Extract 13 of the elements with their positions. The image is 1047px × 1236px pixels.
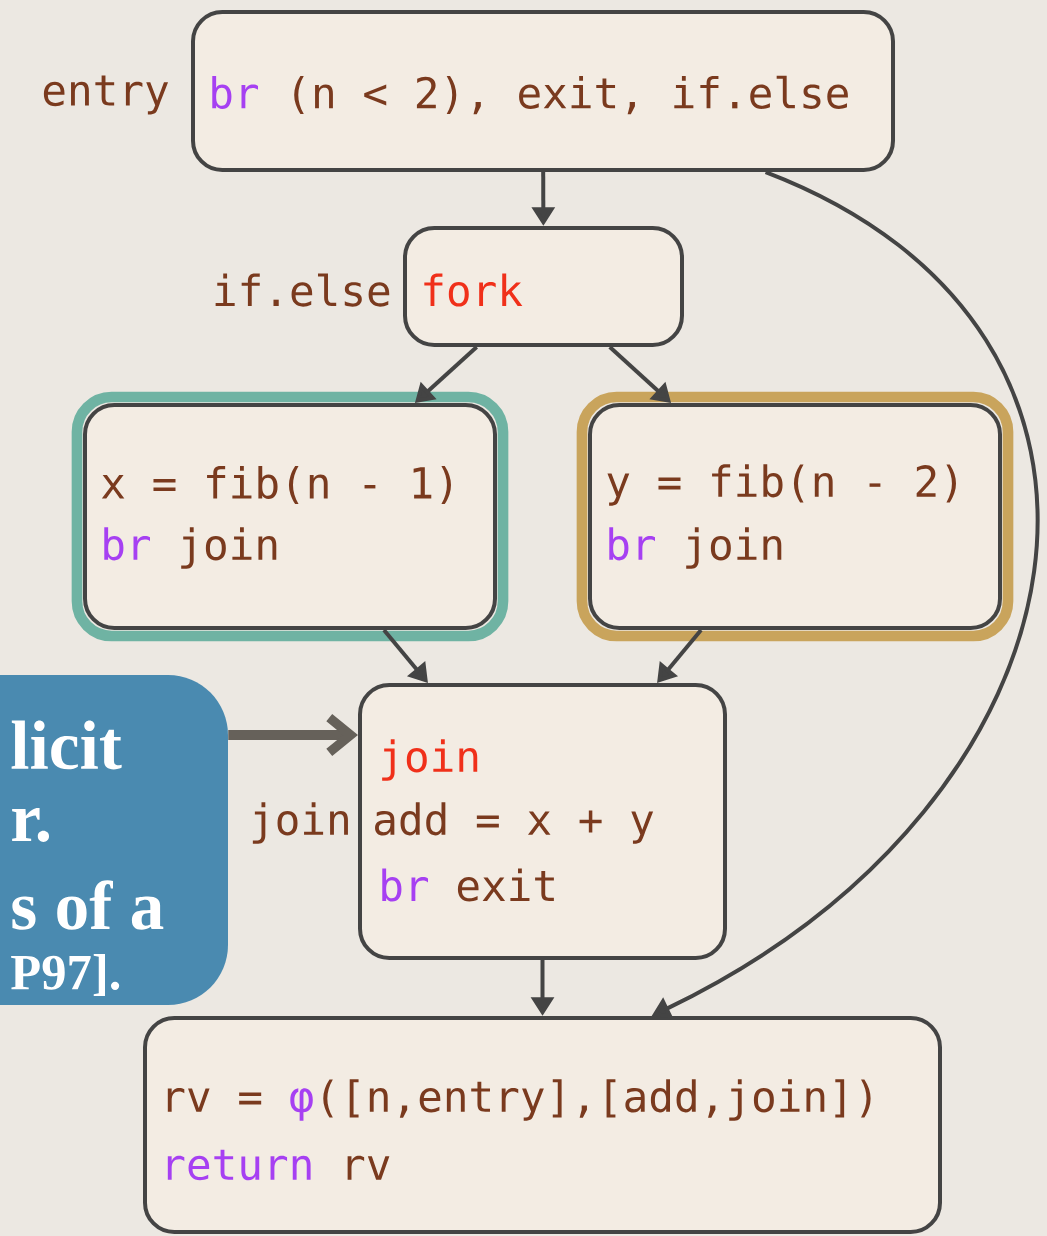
code-block-box: br (n < 2), exit, if.else [191, 10, 895, 172]
arrow [382, 628, 428, 683]
block-label: entry [43, 75, 169, 115]
code-block-box: fork [403, 226, 684, 347]
block-label: join [252, 802, 348, 844]
arrow [228, 714, 358, 756]
arrow [657, 628, 703, 683]
code-block-box: join add = x + y br exit [358, 683, 727, 960]
code-block-box: rv = φ([n,entry],[add,join]) return rv [143, 1016, 942, 1234]
code-block-box: x = fib(n - 1) br join [71, 391, 509, 642]
callout-panel: licit r. s of a P97]. [0, 675, 228, 1005]
block-label: if.else [215, 273, 390, 307]
code-block-box: y = fib(n - 2) br join [576, 391, 1014, 642]
